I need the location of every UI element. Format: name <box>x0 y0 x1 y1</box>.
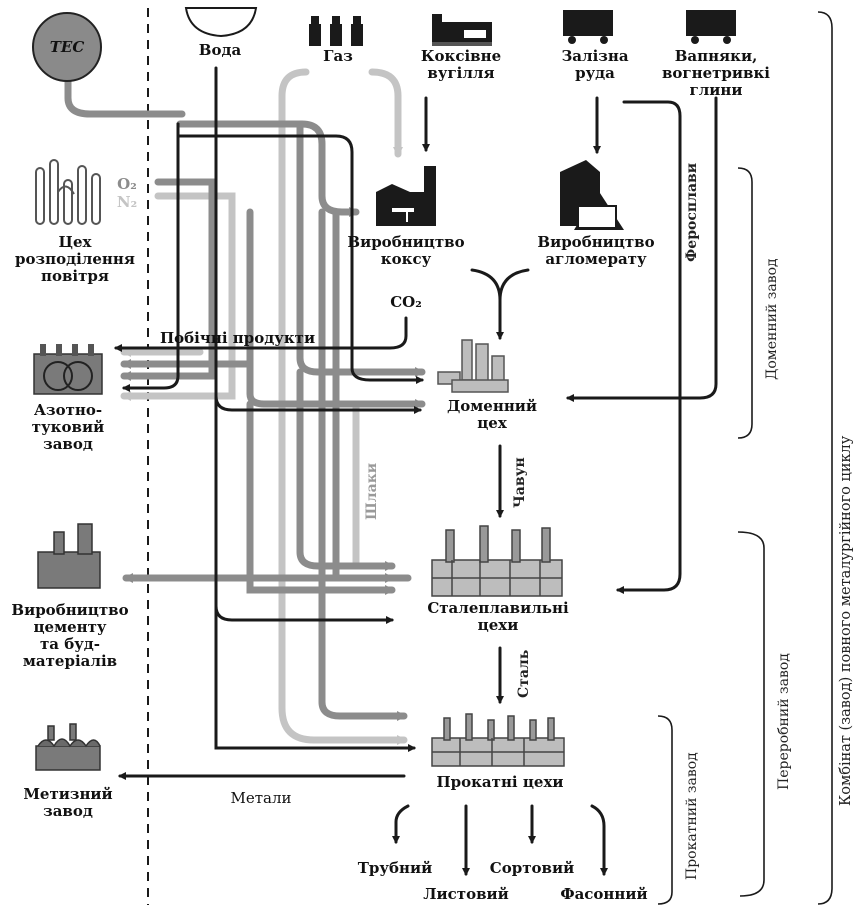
tec-power-plant: ТЕС <box>32 12 102 82</box>
merge-left <box>470 268 502 302</box>
limestone-train-icon <box>686 10 736 44</box>
cement-plant-icon <box>37 523 101 589</box>
ferroalloys-label: Феросплави <box>684 162 700 262</box>
gas-to-coke-arrow <box>368 68 403 158</box>
blast-plant-label: Доменний завод <box>764 258 780 380</box>
blast-furnace-label: Доменний цех <box>446 397 538 432</box>
air-separation-label: Цех розподілення повітря <box>15 233 135 285</box>
agglomerate-plant-icon <box>560 160 624 230</box>
nitrogen-plant-label: Азотно- туковий завод <box>31 401 105 453</box>
light-from-air-n2 <box>120 192 236 401</box>
steel-flow-label: Сталь <box>516 649 532 698</box>
o2-label: O₂ <box>117 175 137 193</box>
sheet-product-label: Листовий <box>423 885 509 903</box>
nitrogen-plant-icon <box>33 344 103 395</box>
rolling-label: Прокатні цехи <box>436 773 564 791</box>
water-to-blast <box>214 394 422 414</box>
cast-iron-label: Чавун <box>512 457 528 508</box>
blast-plant-bracket <box>737 167 753 439</box>
to-shaped-arrow <box>590 804 608 876</box>
rolling-mill-icon <box>431 713 565 767</box>
hardware-plant-icon <box>35 723 101 771</box>
water-to-steel <box>214 604 394 624</box>
section-product-label: Сортовий <box>489 859 575 877</box>
coke-label: Виробництво коксу <box>347 233 465 268</box>
tec-black-line <box>122 122 180 392</box>
limestone-to-blast <box>566 96 718 402</box>
water-label: Вода <box>198 41 242 59</box>
processing-plant-bracket <box>737 531 765 897</box>
tec-black-line-2 <box>176 122 424 384</box>
agglomerate-label: Виробництво агломерату <box>537 233 655 268</box>
grey-to-steel-1 <box>296 368 396 571</box>
o2-line <box>120 178 216 381</box>
co2-label: CO₂ <box>390 293 422 311</box>
coal-label: Коксівне вугілля <box>420 47 502 82</box>
blast-furnace-icon <box>437 339 509 393</box>
ore-train-icon <box>563 10 613 44</box>
combine-bracket <box>817 11 833 905</box>
steelmaking-icon <box>431 525 563 597</box>
grey-to-rolling <box>318 208 408 721</box>
metals-label: Метали <box>230 789 292 807</box>
co2-byproducts-line <box>114 316 408 352</box>
grey-to-blast-2 <box>246 356 426 409</box>
ferroalloy-line <box>616 100 682 594</box>
n2-label: N₂ <box>116 193 138 211</box>
grey-to-steel-3 <box>246 400 396 595</box>
steelmaking-label: Сталеплавильні цехи <box>427 599 569 634</box>
to-pipe-arrow <box>392 804 410 844</box>
grey-to-blast-1 <box>296 120 426 377</box>
slag-label: Шлаки <box>364 462 380 520</box>
water-icon <box>184 7 258 38</box>
rolling-plant-bracket <box>657 715 673 905</box>
tec-line <box>64 76 186 118</box>
gas-line-left <box>278 68 408 745</box>
air-separation-icon <box>35 159 101 225</box>
coke-plant-icon <box>376 166 436 226</box>
rolling-plant-label: Прокатний завод <box>684 752 700 880</box>
tec-label: ТЕС <box>49 38 85 56</box>
cement-plant-label: Виробництво цементу та буд- матеріалів <box>11 601 129 670</box>
pipe-product-label: Трубний <box>357 859 433 877</box>
water-main-line <box>214 66 416 752</box>
shaped-product-label: Фасонний <box>560 885 648 903</box>
gas-icon <box>309 16 363 46</box>
ore-label: Залізна руда <box>561 47 629 82</box>
combine-label: Комбінат (завод) повного металургійного … <box>838 435 854 806</box>
hardware-plant-label: Метизний завод <box>23 785 113 820</box>
byproducts-label: Побічні продукти <box>160 329 316 347</box>
coal-mine-icon <box>432 14 492 46</box>
merge-right <box>498 268 530 302</box>
limestone-label: Вапняки, вогнетривкі глини <box>661 47 770 99</box>
processing-plant-label: Переробний завод <box>776 653 792 790</box>
gas-label: Газ <box>323 47 353 65</box>
